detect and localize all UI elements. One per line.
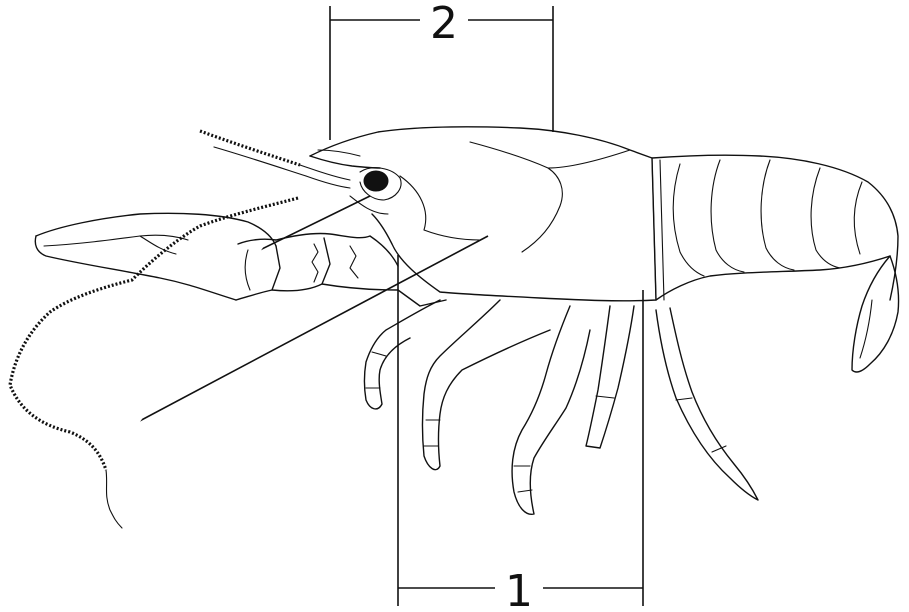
measurement-2-label: 2 — [430, 0, 458, 49]
walking-leg-3 — [512, 306, 590, 514]
antennules — [200, 131, 350, 188]
body-junction — [652, 158, 664, 300]
walking-leg-5 — [656, 308, 758, 500]
eye — [350, 168, 401, 214]
walking-leg-2 — [423, 300, 551, 470]
carapace — [310, 127, 656, 301]
measurement-2: 2 — [330, 0, 553, 140]
walking-leg-4 — [586, 306, 634, 448]
abdomen — [652, 155, 899, 372]
measurement-1-label: 1 — [505, 566, 533, 612]
antenna-long — [10, 198, 298, 528]
walking-leg-1 — [365, 300, 441, 409]
